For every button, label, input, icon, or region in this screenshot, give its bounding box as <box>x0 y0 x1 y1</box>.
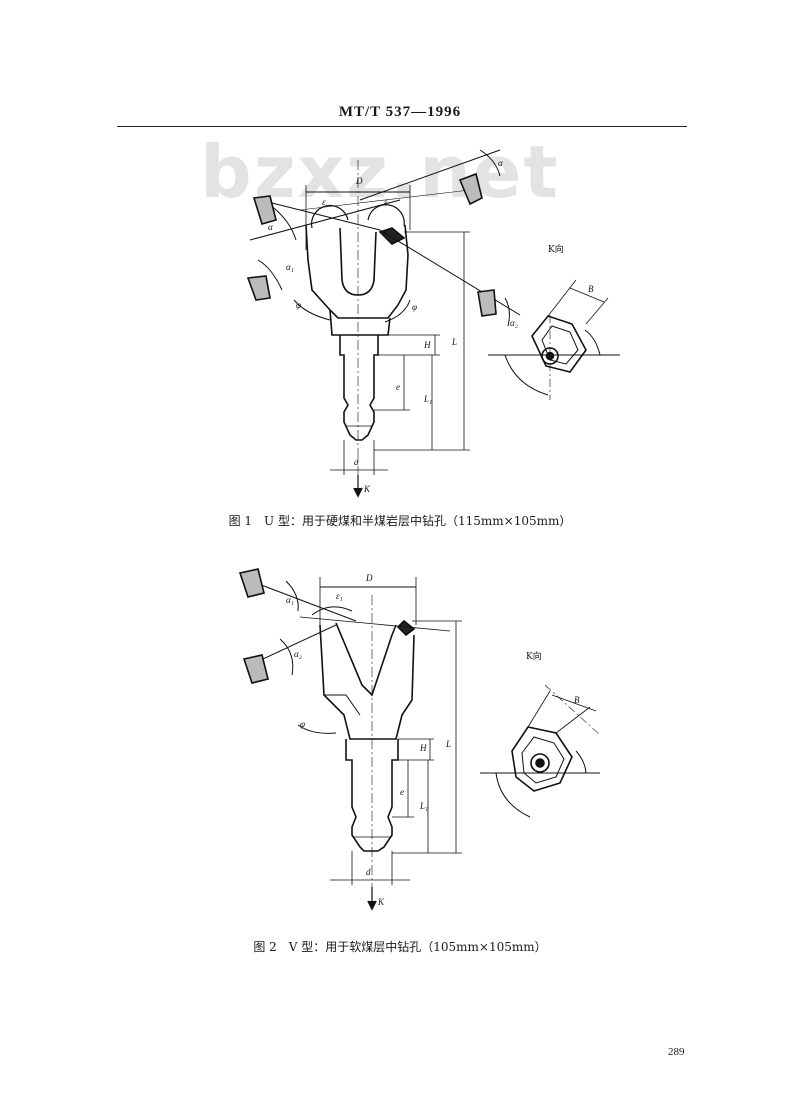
label-d: d <box>354 457 359 467</box>
label-epsilon-left: ε <box>322 197 326 207</box>
label-alpha1: α₁ <box>286 595 294 605</box>
label-d: d <box>366 867 371 877</box>
label-e: e <box>396 382 400 392</box>
label-epsilon1: ε₁ <box>336 591 343 601</box>
label-alpha1: α₁ <box>286 262 294 272</box>
label-K: K <box>363 484 371 494</box>
label-B: B <box>588 284 594 294</box>
figure-1-u-type-bit: D ε ε α α α₁ α₂ φ φ <box>0 140 800 560</box>
figure-1-caption: 图 1 U 型：用于硬煤和半煤岩层中钻孔（115mm×105mm） <box>228 514 572 528</box>
figure-1-drawing: D ε ε α α α₁ α₂ φ φ <box>246 149 620 498</box>
label-alpha2: α₂ <box>510 318 518 328</box>
label-alpha2: α₂ <box>294 649 302 659</box>
header-rule <box>117 126 687 127</box>
label-k-view: K向 <box>548 243 564 255</box>
label-H: H <box>423 340 431 350</box>
label-L1: L₁ <box>419 801 428 811</box>
label-L1: L₁ <box>423 394 432 404</box>
header-title: MT/T 537—1996 <box>338 104 462 120</box>
label-e: e <box>400 787 404 797</box>
label-K: K <box>377 897 385 907</box>
label-epsilon-right: ε <box>384 197 388 207</box>
label-k-view: K向 <box>526 650 542 662</box>
label-alpha-left: α <box>268 222 273 232</box>
label-L: L <box>451 337 457 347</box>
page-number: 289 <box>668 1046 685 1058</box>
label-H: H <box>419 743 427 753</box>
figure-2-drawing: D ε₁ α₁ α₂ φ H e L₁ <box>238 568 601 911</box>
label-phi-right: φ <box>412 302 417 312</box>
label-phi-left: φ <box>296 300 301 310</box>
label-alpha-top: α <box>498 158 503 168</box>
label-D: D <box>355 176 363 186</box>
label-phi: φ <box>300 719 305 729</box>
figure-2-v-type-bit: D ε₁ α₁ α₂ φ H e L₁ <box>0 555 800 975</box>
label-B: B <box>574 695 580 705</box>
figure-2-caption: 图 2 V 型：用于软煤层中钻孔（105mm×105mm） <box>253 940 547 954</box>
label-L: L <box>445 739 451 749</box>
label-D: D <box>365 573 373 583</box>
